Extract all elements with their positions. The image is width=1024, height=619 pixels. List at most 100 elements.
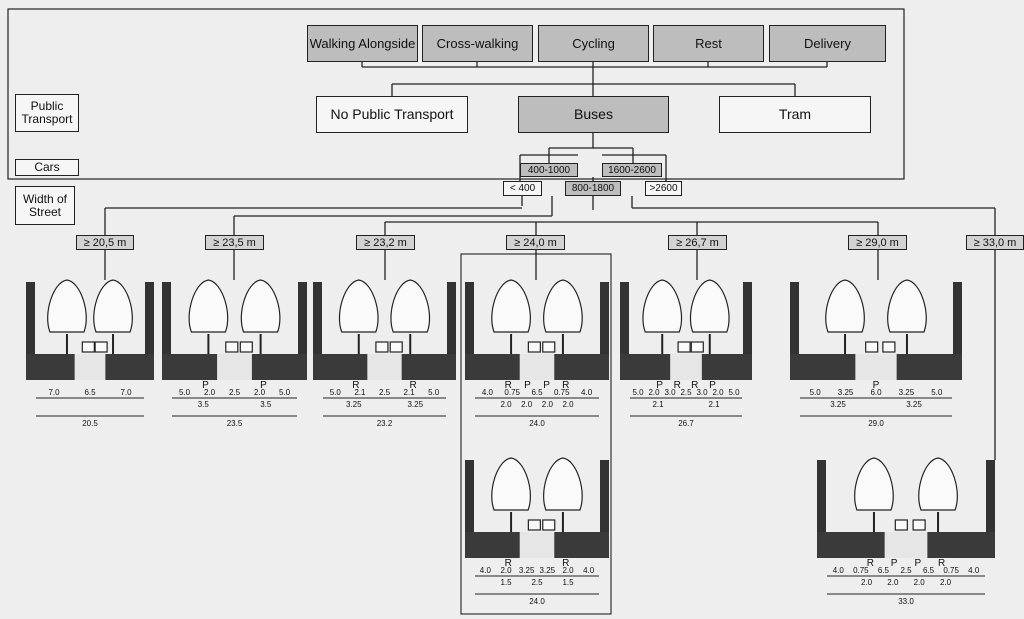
building-wall xyxy=(817,460,826,558)
vehicle xyxy=(894,519,908,531)
dimension-label: 0.75 xyxy=(504,388,520,397)
building-wall xyxy=(465,460,474,558)
dimension-label: 5.0 xyxy=(330,388,342,397)
dimension-label: 5.0 xyxy=(428,388,440,397)
road-surface xyxy=(670,354,702,380)
dimension-label: 6.5 xyxy=(531,388,543,397)
lane-marker: P xyxy=(915,558,922,569)
vehicle xyxy=(677,341,691,353)
vehicle xyxy=(542,341,556,353)
dimension-label: 4.0 xyxy=(968,566,980,575)
lane-marker: R xyxy=(409,380,416,391)
road-surface xyxy=(519,532,555,558)
dimension-label: 6.5 xyxy=(878,566,890,575)
tree-crown xyxy=(543,279,583,333)
cars-range-1600-2600: 1600-2600 xyxy=(602,163,662,177)
dimension-label: 5.0 xyxy=(810,388,822,397)
building-wall xyxy=(620,282,629,380)
building-wall xyxy=(145,282,154,380)
building-wall xyxy=(447,282,456,380)
vehicle xyxy=(542,519,556,531)
tree-crown xyxy=(689,279,730,333)
dimension-label: 2.0 xyxy=(712,388,724,397)
label-cars: Cars xyxy=(15,159,79,176)
dimension-label: 2.0 xyxy=(861,578,873,587)
dimension-label: 1.5 xyxy=(500,578,512,587)
tree-crown xyxy=(93,279,133,333)
lane-marker: P xyxy=(709,380,716,391)
dimension-label: 5.0 xyxy=(632,388,644,397)
dimension-label: 2.0 xyxy=(521,400,533,409)
vehicle xyxy=(94,341,108,353)
option-tram: Tram xyxy=(719,96,871,133)
dimension-label: 3.25 xyxy=(519,566,535,575)
tree-crown xyxy=(240,279,281,333)
dimension-label: 2.5 xyxy=(680,388,692,397)
dimension-label: 0.75 xyxy=(943,566,959,575)
total-width-label: 23.2 xyxy=(377,419,393,428)
tree-crown xyxy=(543,457,583,511)
dimension-label: 4.0 xyxy=(482,388,494,397)
total-width-label: 33.0 xyxy=(898,597,914,606)
dimension-label: 2.0 xyxy=(500,566,512,575)
cars-range-under-400: < 400 xyxy=(503,181,542,196)
road-surface xyxy=(855,354,897,380)
dimension-label: 4.0 xyxy=(581,388,593,397)
tree-crown xyxy=(390,279,431,333)
option-no-public-transport: No Public Transport xyxy=(316,96,468,133)
dimension-label: 2.0 xyxy=(562,400,574,409)
vehicle xyxy=(527,341,541,353)
lane-marker: R xyxy=(562,380,569,391)
dimension-label: 0.75 xyxy=(554,388,570,397)
dimension-label: 2.5 xyxy=(531,578,543,587)
dimension-label: 2.0 xyxy=(914,578,926,587)
activity-delivery: Delivery xyxy=(769,25,886,62)
vehicle xyxy=(239,341,253,353)
dimension-label: 6.5 xyxy=(923,566,935,575)
width-tag-23-2: ≥ 23,2 m xyxy=(356,235,415,250)
lane-marker: R xyxy=(505,558,512,569)
dimension-label: 5.0 xyxy=(728,388,740,397)
dimension-label: 7.0 xyxy=(48,388,60,397)
dimension-label: 4.0 xyxy=(833,566,845,575)
dimension-label: 2.0 xyxy=(940,578,952,587)
width-tag-29-0: ≥ 29,0 m xyxy=(848,235,907,250)
activity-cycling: Cycling xyxy=(538,25,649,62)
lane-marker: P xyxy=(543,380,550,391)
lane-marker: R xyxy=(505,380,512,391)
dimension-label: 4.0 xyxy=(480,566,492,575)
width-tag-20-5: ≥ 20,5 m xyxy=(76,235,134,250)
dimension-label: 3.25 xyxy=(830,400,846,409)
building-wall xyxy=(313,282,322,380)
vehicle xyxy=(81,341,95,353)
building-wall xyxy=(465,282,474,380)
label-width-of-street: Width of Street xyxy=(15,186,75,225)
building-wall xyxy=(743,282,752,380)
dimension-label: 3.25 xyxy=(540,566,556,575)
dimension-label: 3.25 xyxy=(899,388,915,397)
vehicle xyxy=(882,341,896,353)
total-width-label: 23.5 xyxy=(227,419,243,428)
lane-marker: P xyxy=(656,380,663,391)
dimension-label: 3.25 xyxy=(906,400,922,409)
dimension-label: 2.1 xyxy=(652,400,664,409)
activity-cross-walking: Cross-walking xyxy=(422,25,533,62)
vehicle xyxy=(375,341,389,353)
building-wall xyxy=(953,282,962,380)
vehicle xyxy=(225,341,239,353)
dimension-label: 5.0 xyxy=(931,388,943,397)
total-width-label: 20.5 xyxy=(82,419,98,428)
tree-crown xyxy=(854,457,894,511)
activity-walking-alongside: Walking Alongside xyxy=(307,25,418,62)
tree-crown xyxy=(47,279,87,333)
lane-marker: R xyxy=(867,558,874,569)
building-wall xyxy=(600,460,609,558)
width-tag-33-0: ≥ 33,0 m xyxy=(966,235,1024,250)
dimension-label: 2.5 xyxy=(379,388,391,397)
dimension-label: 2.0 xyxy=(542,400,554,409)
dimension-label: 3.0 xyxy=(664,388,676,397)
